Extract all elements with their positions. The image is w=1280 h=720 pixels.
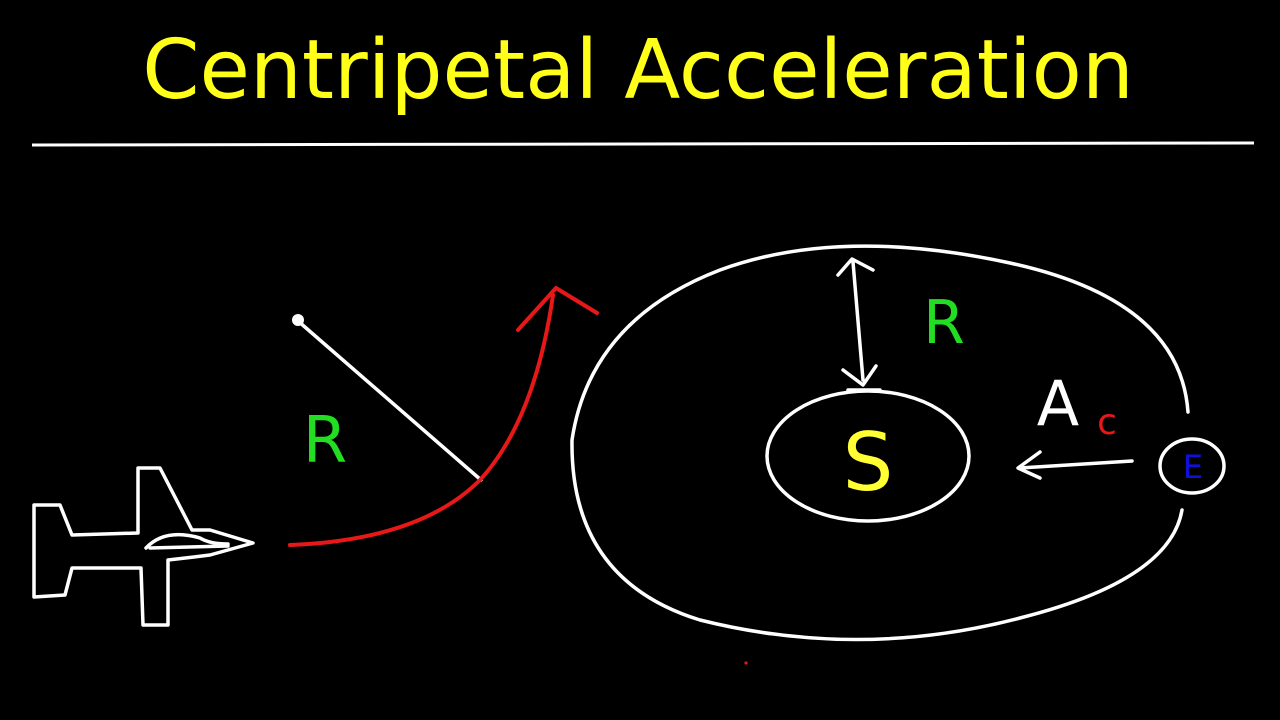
pivot-dot — [292, 314, 304, 326]
chalk-speck — [744, 661, 748, 665]
acceleration-label: A — [1037, 367, 1079, 440]
red-arrowhead-icon — [516, 286, 599, 332]
earth-label: E — [1183, 448, 1203, 486]
title-divider — [31, 141, 1255, 147]
acceleration-arrow — [1016, 450, 1134, 480]
radius-line-plane — [296, 319, 483, 482]
radius-label-plane: R — [303, 404, 347, 478]
earth-circle — [1158, 437, 1226, 495]
airplane-icon — [32, 466, 255, 627]
page-title: Centripetal Acceleration — [142, 23, 1134, 118]
radius-label-orbit: R — [923, 288, 965, 358]
radius-double-arrow — [836, 257, 882, 392]
orbit-path — [570, 244, 1190, 642]
curved-path-arrow — [288, 293, 555, 547]
acceleration-subscript: c — [1097, 402, 1117, 443]
sun-label: S — [843, 416, 894, 509]
